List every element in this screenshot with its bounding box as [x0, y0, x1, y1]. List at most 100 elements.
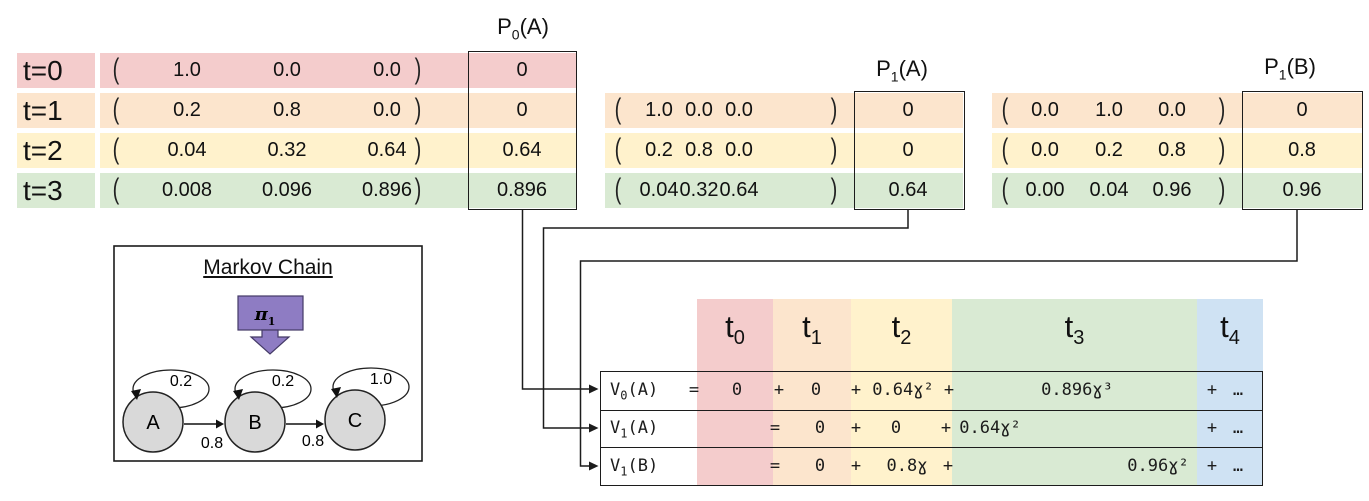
- prob-value: 0.00: [1025, 179, 1065, 201]
- p1b-header: P1(B): [1225, 52, 1355, 82]
- equals-sign: =: [769, 418, 781, 438]
- band-t3: [952, 299, 1197, 486]
- term-t1: 0: [810, 380, 822, 400]
- close-bracket: ): [414, 133, 422, 166]
- close-bracket: ): [830, 93, 838, 126]
- prob-value: 0.2: [645, 139, 673, 161]
- open-bracket: (: [112, 173, 120, 206]
- term-t2: 0.8ɣ: [886, 456, 928, 476]
- prob-value: 0.04: [1089, 179, 1129, 201]
- state-C-label: C: [348, 410, 362, 432]
- p1b-result: 0.8: [1288, 139, 1316, 161]
- prob-value: 0.896: [361, 179, 413, 201]
- plus-sign: +: [850, 380, 862, 400]
- header-t1: t1: [773, 306, 851, 350]
- open-bracket: (: [1001, 173, 1009, 206]
- plus-sign: +: [850, 456, 862, 476]
- state-B-label: B: [248, 412, 261, 434]
- transition-arrowhead-B-C: [316, 419, 324, 429]
- prob-value: 0.0: [725, 99, 753, 121]
- markov-chain-title: Markov Chain: [203, 256, 333, 279]
- p0a-result: 0: [516, 59, 528, 81]
- p0a-row-label-t3: t=3: [17, 173, 95, 208]
- open-bracket: (: [1001, 93, 1009, 126]
- header-t0: t0: [697, 306, 773, 349]
- state-C-circle: [324, 389, 386, 451]
- term-t1: 0: [814, 456, 826, 476]
- t-base: t: [802, 309, 811, 344]
- equals-sign: =: [688, 380, 700, 400]
- prob-value: 0.32: [267, 139, 307, 161]
- t-sub: 1: [810, 327, 822, 350]
- close-bracket: ): [830, 133, 838, 166]
- ellipsis: …: [1232, 418, 1244, 438]
- p1b-result: 0: [1296, 99, 1308, 121]
- ellipsis: …: [1232, 380, 1244, 400]
- prob-value: 0.0: [273, 59, 301, 81]
- p-base: P: [497, 14, 512, 39]
- p0a-result: 0: [516, 99, 528, 121]
- header-t4: t4: [1197, 306, 1263, 350]
- prob-value: 0.8: [685, 139, 713, 161]
- prob-value: 0.0: [1031, 99, 1059, 121]
- t-base: t: [891, 309, 901, 344]
- close-bracket: ): [830, 173, 838, 206]
- t-base: t: [1064, 309, 1074, 344]
- self-loop-prob-B: 0.2: [272, 373, 294, 390]
- equals-sign: =: [769, 456, 781, 476]
- policy-pi-symbol: π1: [254, 304, 276, 328]
- t-base: t: [725, 309, 734, 344]
- term-t0: 0: [731, 380, 743, 400]
- p0a-result: 0.896: [496, 179, 548, 201]
- prob-value: 0.0: [1031, 139, 1059, 161]
- open-bracket: (: [614, 93, 622, 126]
- state-A-label: A: [146, 412, 160, 434]
- value-row-v1a: V1(A) = 0 + 0 + 0.64ɣ² + …: [600, 410, 1263, 447]
- open-bracket: (: [614, 133, 622, 166]
- p1a-result: 0: [902, 139, 914, 161]
- prob-value: 1.0: [645, 99, 673, 121]
- p1a-result: 0.64: [888, 179, 928, 201]
- row-label-v1b: V1(B): [610, 456, 659, 479]
- p-sub: 1: [1278, 66, 1287, 83]
- term-t2: 0.64ɣ²: [872, 380, 934, 400]
- term-t3: 0.64ɣ²: [959, 418, 1021, 438]
- close-bracket: ): [414, 53, 422, 86]
- value-row-v0a: V0(A) = 0 + 0 + 0.64ɣ² + 0.896ɣ³ + …: [600, 371, 1263, 410]
- prob-value: 0.04: [167, 139, 207, 161]
- connector-arrowhead-v0a: [589, 384, 599, 394]
- p0a-row-label-t2: t=2: [17, 133, 95, 168]
- close-bracket: ): [414, 173, 422, 206]
- prob-value: 0.0: [725, 139, 753, 161]
- self-loop-prob-C: 1.0: [370, 371, 392, 388]
- term-t3: 0.896ɣ³: [1041, 380, 1113, 400]
- p-suffix: (A): [519, 14, 549, 39]
- p-sub: 0: [511, 26, 520, 43]
- prob-value: 1.0: [173, 59, 201, 81]
- p-base: P: [1264, 54, 1279, 79]
- p1a-row-1: ( 0.2 0.8 0.0 ) 0: [605, 133, 963, 168]
- t-sub: 4: [1228, 327, 1240, 350]
- plus-sign: +: [850, 418, 862, 438]
- transition-prob-B-C: 0.8: [302, 433, 324, 450]
- prob-value: 0.8: [273, 99, 301, 121]
- close-bracket: ): [1218, 173, 1226, 206]
- open-bracket: (: [112, 93, 120, 126]
- close-bracket: ): [1218, 133, 1226, 166]
- p0a-result: 0.64: [502, 139, 542, 161]
- self-loop-arrowhead-C: [331, 387, 341, 398]
- state-A-circle: [122, 391, 184, 453]
- transition-arrowhead-A-B: [216, 419, 224, 429]
- t-sub: 2: [900, 327, 912, 350]
- transition-prob-A-B: 0.8: [201, 435, 223, 452]
- p1a-header: P1(A): [837, 54, 967, 84]
- prob-value: 1.0: [1095, 99, 1123, 121]
- prob-value: 0.04: [639, 179, 679, 201]
- p0a-header: P0(A): [458, 12, 588, 42]
- close-bracket: ): [414, 93, 422, 126]
- prob-value: 0.0: [373, 99, 401, 121]
- close-bracket: ): [1218, 93, 1226, 126]
- plus-sign: +: [1206, 380, 1218, 400]
- p1a-result: 0: [902, 99, 914, 121]
- band-t4: [1197, 299, 1263, 486]
